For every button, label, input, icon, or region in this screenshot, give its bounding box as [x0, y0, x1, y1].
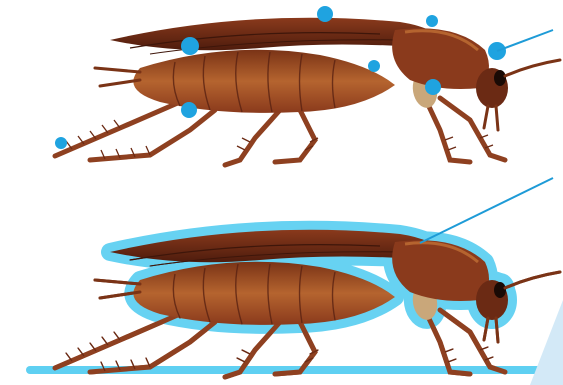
marker-wing-top [317, 6, 333, 22]
marker-middle-leg [368, 60, 380, 72]
callout-line-bottom [420, 178, 553, 243]
marker-tarsus [55, 137, 67, 149]
accent-wedge [530, 300, 563, 385]
marker-front-leg [425, 79, 441, 95]
marker-hind-leg [181, 102, 197, 118]
marker-pronotum [426, 15, 438, 27]
top-roach [55, 18, 560, 165]
callout-line-top [497, 30, 553, 51]
marker-abdomen [181, 37, 199, 55]
